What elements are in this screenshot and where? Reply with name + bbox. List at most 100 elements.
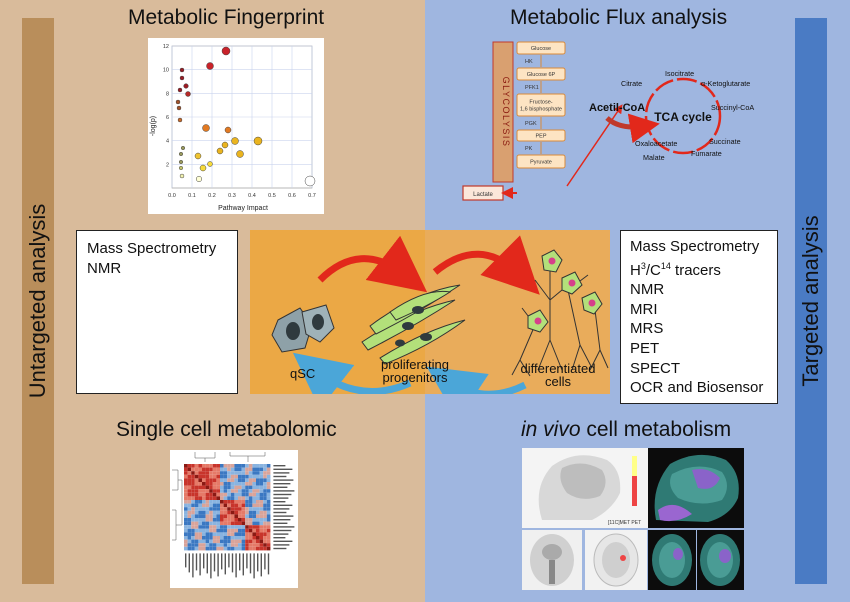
heatmap-cell bbox=[184, 525, 188, 529]
heatmap-cell bbox=[245, 482, 249, 486]
heatmap-cell bbox=[263, 492, 267, 497]
heatmap-cell bbox=[230, 532, 235, 536]
heatmap-cell bbox=[220, 546, 224, 551]
heatmap-cell bbox=[252, 521, 256, 526]
heatmap-cell bbox=[263, 536, 267, 540]
heatmap-cell bbox=[256, 510, 260, 515]
heatmap-cell bbox=[198, 525, 202, 529]
heatmap-cell bbox=[202, 528, 206, 533]
heatmap-cell bbox=[245, 485, 249, 490]
heatmap-col-label bbox=[199, 553, 201, 576]
heatmap-cell bbox=[252, 471, 256, 475]
heatmap-cell bbox=[212, 503, 217, 508]
heatmap-cell bbox=[212, 543, 217, 547]
heatmap-cell bbox=[209, 500, 213, 504]
targeted-method: Mass Spectrometry bbox=[630, 238, 760, 255]
heatmap-cell bbox=[266, 496, 271, 500]
heatmap-cell bbox=[252, 489, 256, 493]
scatter-y-tick: 8 bbox=[166, 91, 169, 97]
heatmap-cell bbox=[259, 514, 264, 518]
heatmap-col-label bbox=[206, 553, 208, 574]
heatmap-cell bbox=[252, 539, 256, 544]
heatmap-cell bbox=[209, 482, 213, 486]
tca-cycle-ring bbox=[644, 77, 722, 155]
heatmap-cell bbox=[256, 496, 260, 500]
targeted-method: MRI bbox=[630, 300, 658, 318]
heatmap-cell bbox=[184, 546, 188, 551]
heatmap-cell bbox=[256, 528, 260, 533]
cell-metabolism-text: cell metabolism bbox=[580, 418, 732, 441]
heatmap-cell bbox=[202, 467, 206, 472]
heatmap-cell bbox=[209, 474, 213, 479]
glycolysis-enzyme: PFK1 bbox=[525, 85, 539, 91]
heatmap-cell bbox=[216, 510, 220, 515]
heatmap-cell bbox=[205, 478, 210, 482]
heatmap-cell bbox=[205, 514, 210, 518]
heatmap-cell bbox=[259, 492, 264, 497]
heatmap-cell bbox=[220, 464, 224, 468]
pet-coronal-image bbox=[522, 530, 582, 590]
heatmap-cell bbox=[194, 467, 199, 472]
heatmap-cell bbox=[266, 507, 271, 511]
heatmap-cell bbox=[245, 503, 249, 508]
heatmap-cell bbox=[234, 514, 238, 518]
heatmap-cell bbox=[220, 543, 224, 547]
heatmap-cell bbox=[216, 539, 220, 544]
heatmap-cell bbox=[209, 492, 213, 497]
heatmap-cell bbox=[241, 532, 246, 536]
heatmap-cell bbox=[241, 543, 246, 547]
heatmap-cell bbox=[194, 510, 199, 515]
scatter-y-label: -log(p) bbox=[150, 116, 157, 136]
heatmap-cell bbox=[223, 503, 228, 508]
heatmap-cell bbox=[248, 528, 253, 533]
qsc-label: qSC bbox=[290, 366, 316, 381]
heatmap-cell bbox=[191, 503, 195, 508]
heatmap-cell bbox=[209, 478, 213, 482]
heatmap-row-label bbox=[273, 479, 294, 481]
heatmap-cell bbox=[238, 464, 242, 468]
heatmap-cell bbox=[220, 496, 224, 500]
heatmap-cell bbox=[248, 474, 253, 479]
scatter-point bbox=[175, 99, 181, 105]
heatmap-cell bbox=[230, 474, 235, 479]
heatmap-cell bbox=[202, 503, 206, 508]
heatmap-cell bbox=[266, 536, 271, 540]
heatmap-cell bbox=[245, 528, 249, 533]
heatmap-row-label bbox=[273, 501, 286, 503]
heatmap-cell bbox=[238, 503, 242, 508]
heatmap-cell bbox=[223, 507, 228, 511]
heatmap-cell bbox=[227, 525, 231, 529]
heatmap-cell bbox=[187, 489, 192, 493]
heatmap-cell bbox=[191, 514, 195, 518]
heatmap-cell bbox=[220, 478, 224, 482]
heatmap-cell bbox=[216, 521, 220, 526]
heatmap-cell bbox=[212, 525, 217, 529]
heatmap-cell bbox=[241, 521, 246, 526]
heatmap-cell bbox=[202, 543, 206, 547]
heatmap-cell bbox=[263, 471, 267, 475]
heatmap-cell bbox=[205, 471, 210, 475]
untargeted-methods-box: Mass Spectrometry NMR bbox=[76, 230, 238, 394]
heatmap-cell bbox=[245, 478, 249, 482]
heatmap-cell bbox=[187, 536, 192, 540]
heatmap-cell bbox=[263, 485, 267, 490]
heatmap-cell bbox=[205, 496, 210, 500]
heatmap-cell bbox=[216, 546, 220, 551]
heatmap-cell bbox=[194, 503, 199, 508]
heatmap-cell bbox=[227, 543, 231, 547]
heatmap-cell bbox=[205, 507, 210, 511]
heatmap-cell bbox=[252, 525, 256, 529]
heatmap-cell bbox=[216, 518, 220, 522]
scatter-point bbox=[253, 136, 263, 146]
heatmap-cell bbox=[252, 467, 256, 472]
heatmap-cell bbox=[259, 507, 264, 511]
heatmap-cell bbox=[191, 485, 195, 490]
heatmap-row-label bbox=[273, 472, 290, 474]
heatmap-cell bbox=[191, 492, 195, 497]
heatmap-cell bbox=[223, 500, 228, 504]
heatmap-cell bbox=[205, 482, 210, 486]
heatmap-cell bbox=[252, 536, 256, 540]
heatmap-cell bbox=[245, 500, 249, 504]
heatmap-col-label bbox=[242, 553, 244, 576]
